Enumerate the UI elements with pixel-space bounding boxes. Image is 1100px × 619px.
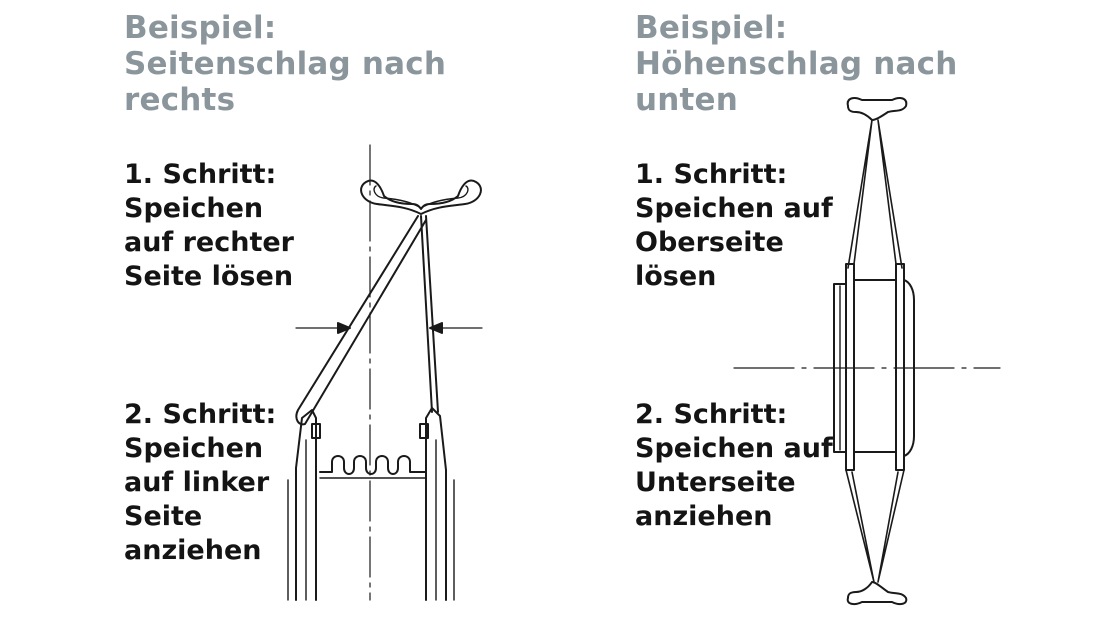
right-arrow-head [429,322,443,334]
left-hub-flange [295,409,317,601]
bottom-spokes [845,469,905,583]
right-hub-flange [425,407,447,601]
left-example-title: Beispiel: Seitenschlag nach rechts [124,10,447,118]
left-spoke [295,215,427,426]
left-hub-flange-inner [287,439,307,601]
bottom-rim [846,581,908,606]
rim-profile [360,179,482,215]
hub-right-flange-outer [903,279,915,457]
right-example-title: Beispiel: Höhenschlag nach unten [635,10,958,118]
left-flange-knob [311,423,321,439]
hub-body-wave [319,455,427,475]
right-step2-text: 2. Schritt: Speichen auf Unterseite anzi… [635,399,833,532]
left-step1-text: 1. Schritt: Speichen auf rechter Seite l… [124,159,294,292]
rim-inner-profile [373,185,469,209]
hub-right-flange [895,263,905,471]
left-arrow-head [337,322,351,334]
left-step2-text: 2. Schritt: Speichen auf linker Seite an… [124,399,277,566]
right-spoke [420,215,439,413]
hub-left-flange [845,263,855,471]
right-flange-knob [419,423,429,439]
hub-left-flange-outer [833,283,847,453]
top-rim [846,97,908,121]
top-spokes [847,119,903,269]
right-step1-text: 1. Schritt: Speichen auf Oberseite lösen [635,159,833,292]
right-hub-flange-inner [435,439,455,601]
